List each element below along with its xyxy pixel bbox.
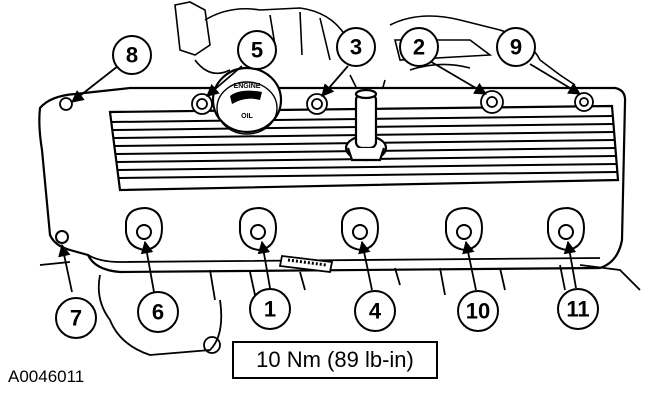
arrow-6 [140, 240, 155, 293]
svg-text:5: 5 [251, 38, 263, 63]
svg-text:6: 6 [152, 300, 164, 325]
valve-cover [38, 86, 627, 274]
svg-text:8: 8 [126, 43, 138, 68]
oil-filler-cap: ENGINE OIL [211, 66, 283, 135]
callout-6: 6 [137, 291, 179, 333]
arrow-2 [427, 59, 488, 95]
arrow-10 [462, 240, 477, 291]
bolt-boss-6 [125, 206, 164, 252]
bolt-head-2 [480, 90, 504, 114]
bolt-head-5 [191, 93, 213, 115]
engine-background [174, 1, 576, 99]
arrow-9 [529, 63, 582, 95]
bolt-boss-1 [239, 206, 278, 252]
callout-10: 10 [457, 290, 499, 332]
bolt-head-8 [59, 97, 73, 111]
arrow-5 [206, 65, 243, 97]
callout-5: 5 [237, 30, 277, 70]
callout-8: 8 [112, 35, 152, 75]
svg-text:1: 1 [264, 297, 276, 322]
leader-arrows [58, 59, 582, 293]
bolt-boss-10 [445, 206, 484, 252]
svg-text:4: 4 [369, 299, 382, 324]
bolt-boss-11 [547, 206, 586, 252]
callout-2: 2 [399, 27, 439, 67]
callout-11: 11 [557, 288, 599, 330]
top-bolts [59, 90, 594, 115]
lower-bolts [55, 206, 586, 252]
torque-spec-box: 10 Nm (89 lb-in) [232, 341, 438, 379]
arrow-3 [321, 65, 349, 97]
pcv-valve [344, 88, 388, 162]
svg-text:10: 10 [466, 299, 490, 324]
oil-cap-engine-text: ENGINE [234, 83, 261, 90]
arrow-11 [563, 240, 577, 289]
callout-9: 9 [496, 27, 536, 67]
callout-7: 7 [55, 297, 97, 339]
oil-cap-oil-text: OIL [241, 113, 253, 120]
figure-id: A0046011 [8, 367, 85, 386]
arrow-4 [358, 240, 373, 291]
arrow-8 [71, 65, 119, 103]
bolt-head-7 [55, 230, 69, 244]
callout-4: 4 [354, 290, 396, 332]
svg-text:3: 3 [350, 35, 362, 60]
bolt-head-9 [574, 92, 594, 112]
callout-3: 3 [336, 27, 376, 67]
cover-flange [39, 254, 641, 356]
svg-text:9: 9 [510, 35, 522, 60]
arrow-7 [58, 243, 73, 293]
bolt-head-3 [306, 93, 328, 115]
callouts: 8 5 3 2 9 7 6 1 4 10 11 [55, 27, 599, 339]
bolt-boss-4 [341, 206, 380, 252]
svg-text:7: 7 [70, 306, 82, 331]
arrow-1 [257, 240, 271, 289]
callout-1: 1 [249, 288, 291, 330]
harness-bracket [278, 255, 334, 273]
svg-text:11: 11 [566, 297, 589, 322]
svg-text:2: 2 [413, 35, 425, 60]
